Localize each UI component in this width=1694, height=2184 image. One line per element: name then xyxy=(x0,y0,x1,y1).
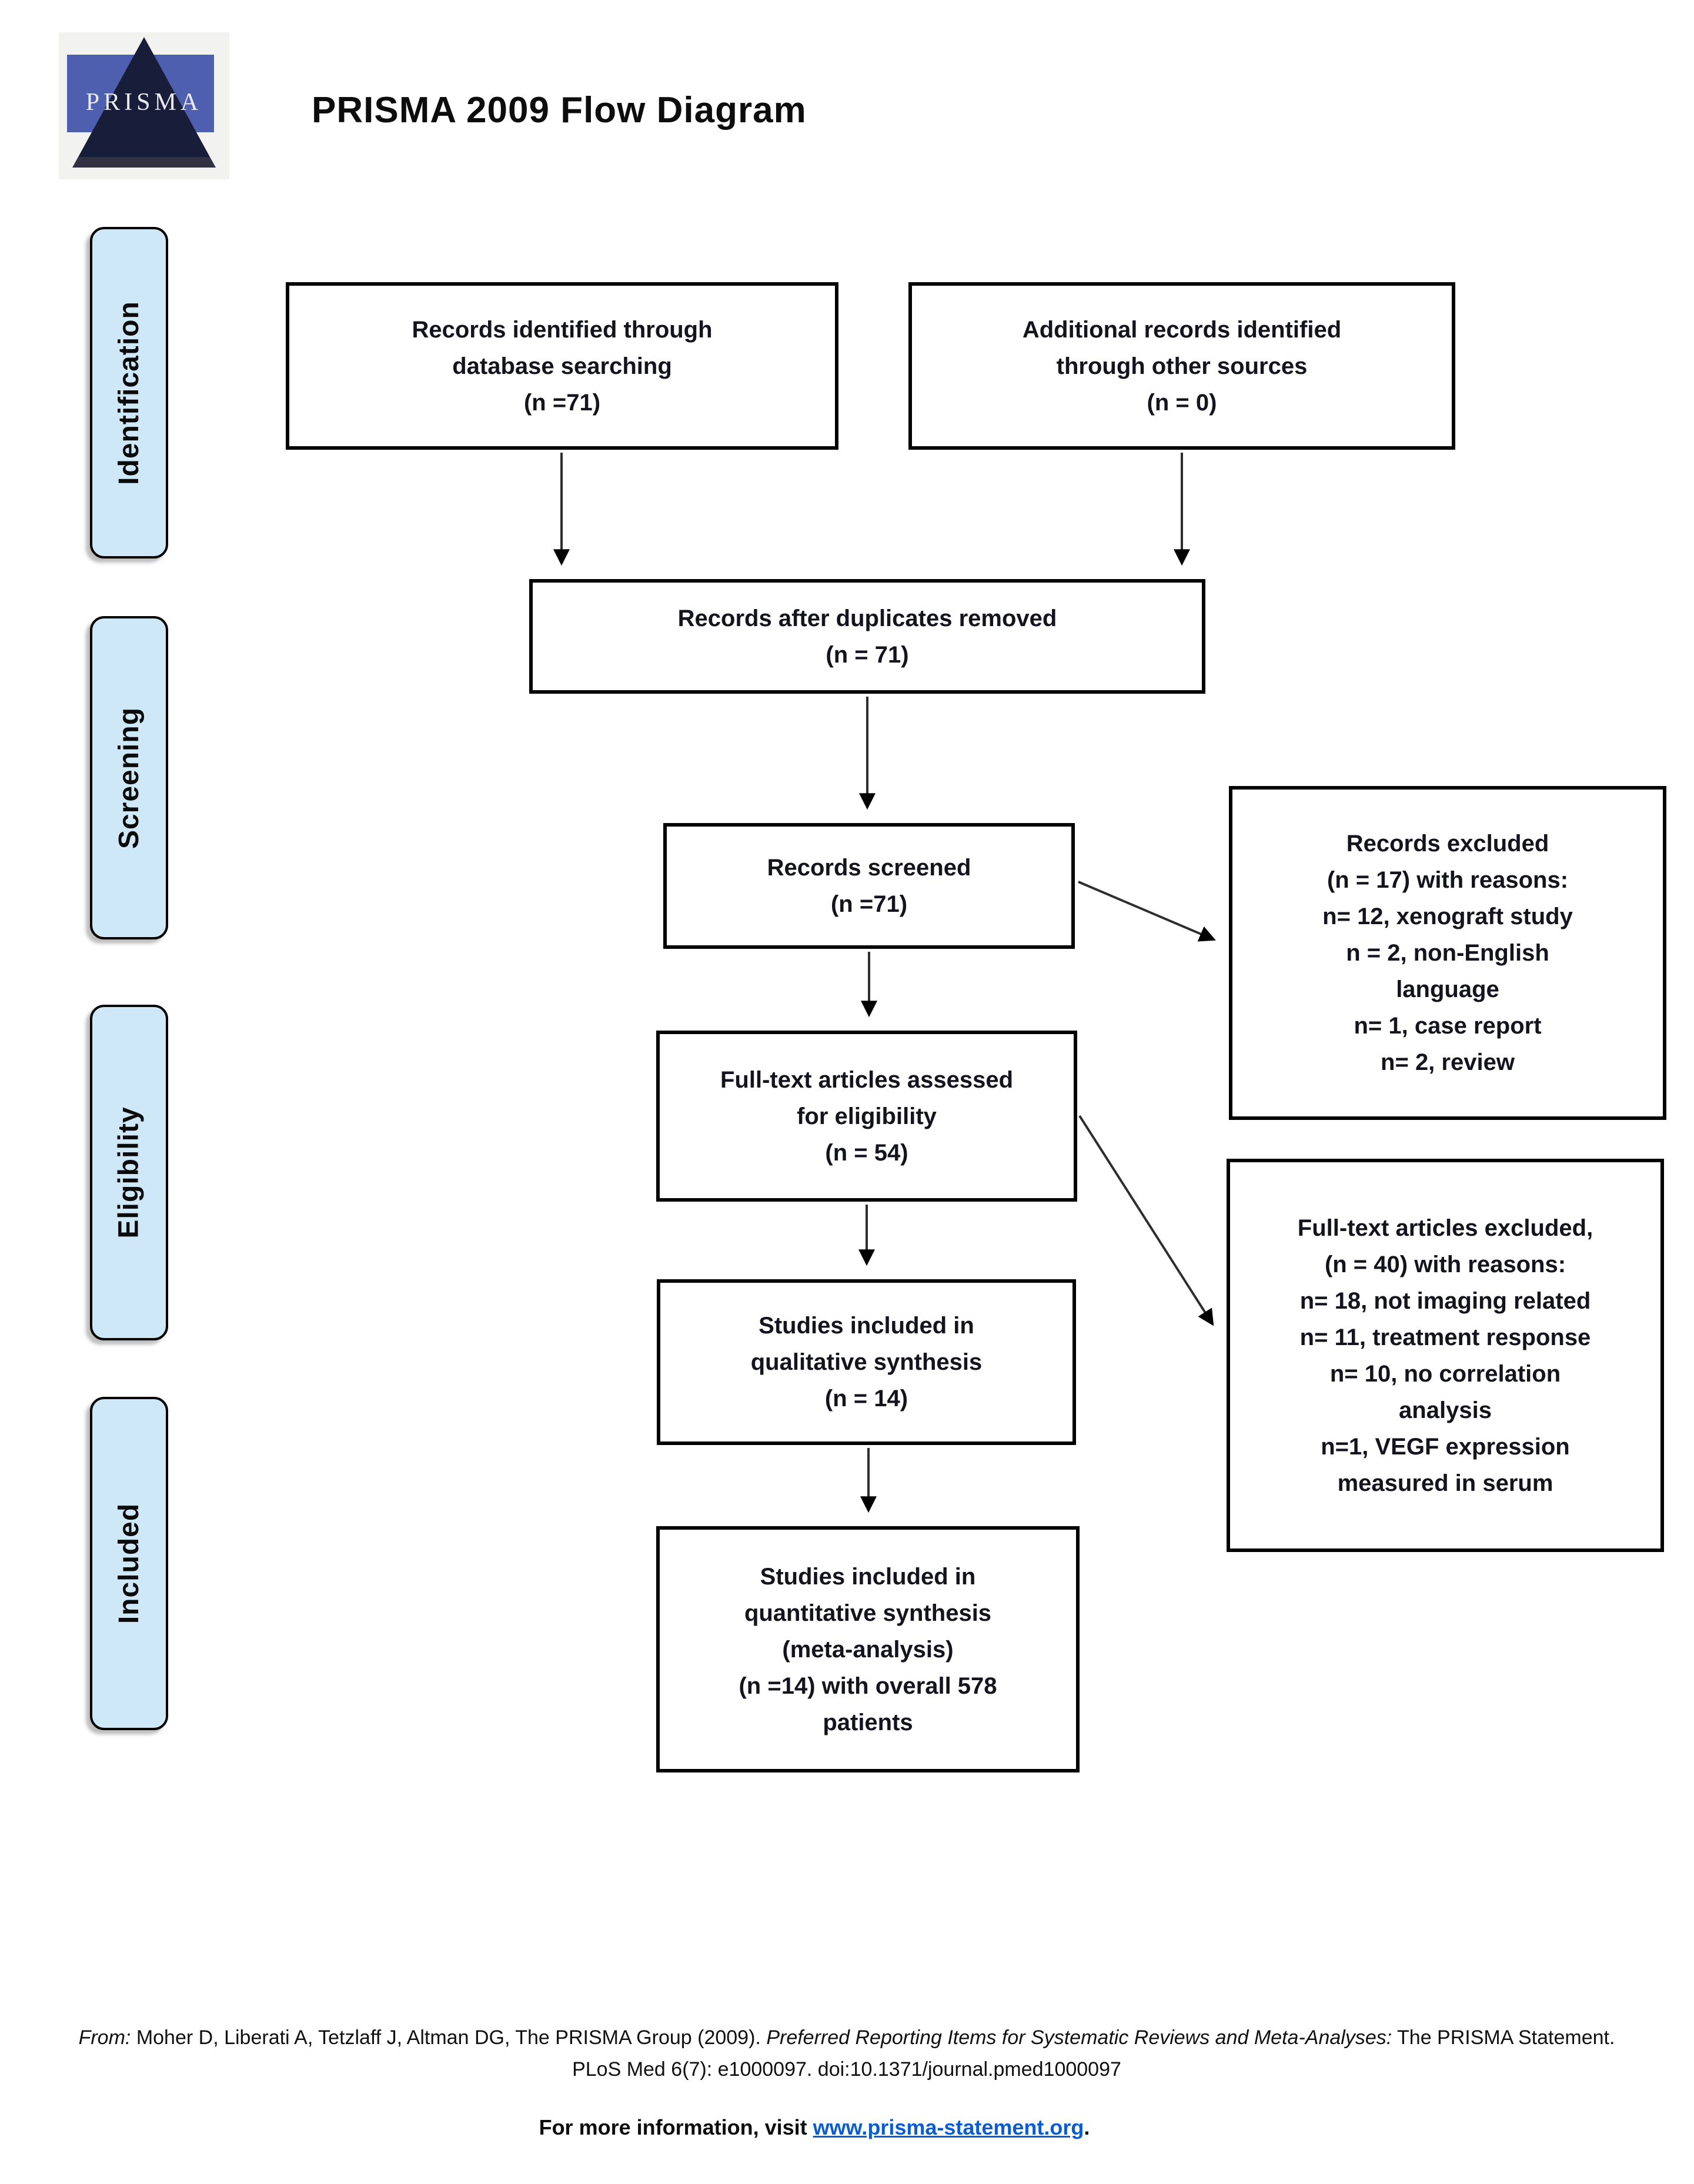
logo-prism-triangle-icon xyxy=(78,37,210,157)
stage-label-included: Included xyxy=(90,1397,168,1730)
stage-label-text: Identification xyxy=(113,300,145,485)
prisma-logo: PRISMA xyxy=(59,32,229,179)
stage-label-screening: Screening xyxy=(90,616,168,939)
prisma-statement-link[interactable]: www.prisma-statement.org xyxy=(813,2115,1084,2139)
citation-title: Preferred Reporting Items for Systematic… xyxy=(766,2026,1392,2049)
stage-label-identification: Identification xyxy=(90,227,168,558)
citation-text: From: Moher D, Liberati A, Tetzlaff J, A… xyxy=(76,2022,1617,2085)
stage-label-text: Eligibility xyxy=(113,1106,145,1239)
flow-box-text: Studies included in qualitative synthesi… xyxy=(750,1313,983,1412)
arrow-screened-to-excluded xyxy=(1078,881,1216,942)
flow-box-fulltext-excluded: Full-text articles excluded, (n = 40) wi… xyxy=(1227,1159,1664,1552)
flow-box-records-excluded: Records excluded (n = 17) with reasons: … xyxy=(1229,786,1666,1120)
flow-box-text: Records after duplicates removed (n = 71… xyxy=(677,605,1057,668)
stage-label-text: Screening xyxy=(113,707,145,849)
flow-box-fulltext-assessed: Full-text articles assessed for eligibil… xyxy=(656,1031,1077,1202)
flow-box-text: Records excluded (n = 17) with reasons: … xyxy=(1322,831,1573,1075)
citation-rest: The PRISMA Statement. PLoS Med 6(7): e10… xyxy=(572,2026,1615,2081)
logo-prism-base-shadow xyxy=(72,157,216,168)
flow-box-after-duplicates-removed: Records after duplicates removed (n = 71… xyxy=(529,579,1205,694)
citation-authors: Moher D, Liberati A, Tetzlaff J, Altman … xyxy=(131,2026,767,2049)
flow-box-text: Additional records identified through ot… xyxy=(1022,316,1342,416)
flow-box-text: Records screened (n =71) xyxy=(767,855,971,917)
page-title: PRISMA 2009 Flow Diagram xyxy=(312,90,807,131)
more-info-prefix: For more information, visit xyxy=(539,2115,813,2139)
flow-box-qualitative-synthesis: Studies included in qualitative synthesi… xyxy=(657,1279,1076,1445)
flow-box-text: Records identified through database sear… xyxy=(412,316,713,416)
stage-label-eligibility: Eligibility xyxy=(90,1005,168,1340)
stage-label-text: Included xyxy=(113,1503,145,1624)
flow-box-text: Full-text articles assessed for eligibil… xyxy=(720,1066,1014,1166)
flow-box-records-identified: Records identified through database sear… xyxy=(286,282,838,450)
more-info-line: For more information, visit www.prisma-s… xyxy=(0,2115,1629,2140)
flow-box-text: Studies included in quantitative synthes… xyxy=(739,1563,997,1735)
flow-box-additional-records: Additional records identified through ot… xyxy=(908,282,1455,450)
arrow-fulltext-to-excluded xyxy=(1078,1115,1214,1326)
citation-from-label: From: xyxy=(78,2026,131,2049)
flow-box-text: Full-text articles excluded, (n = 40) wi… xyxy=(1297,1215,1593,1496)
flow-box-records-screened: Records screened (n =71) xyxy=(663,823,1075,949)
logo-wordmark: PRISMA xyxy=(86,89,202,116)
more-info-suffix: . xyxy=(1084,2115,1090,2139)
flow-box-quantitative-synthesis: Studies included in quantitative synthes… xyxy=(656,1526,1080,1772)
